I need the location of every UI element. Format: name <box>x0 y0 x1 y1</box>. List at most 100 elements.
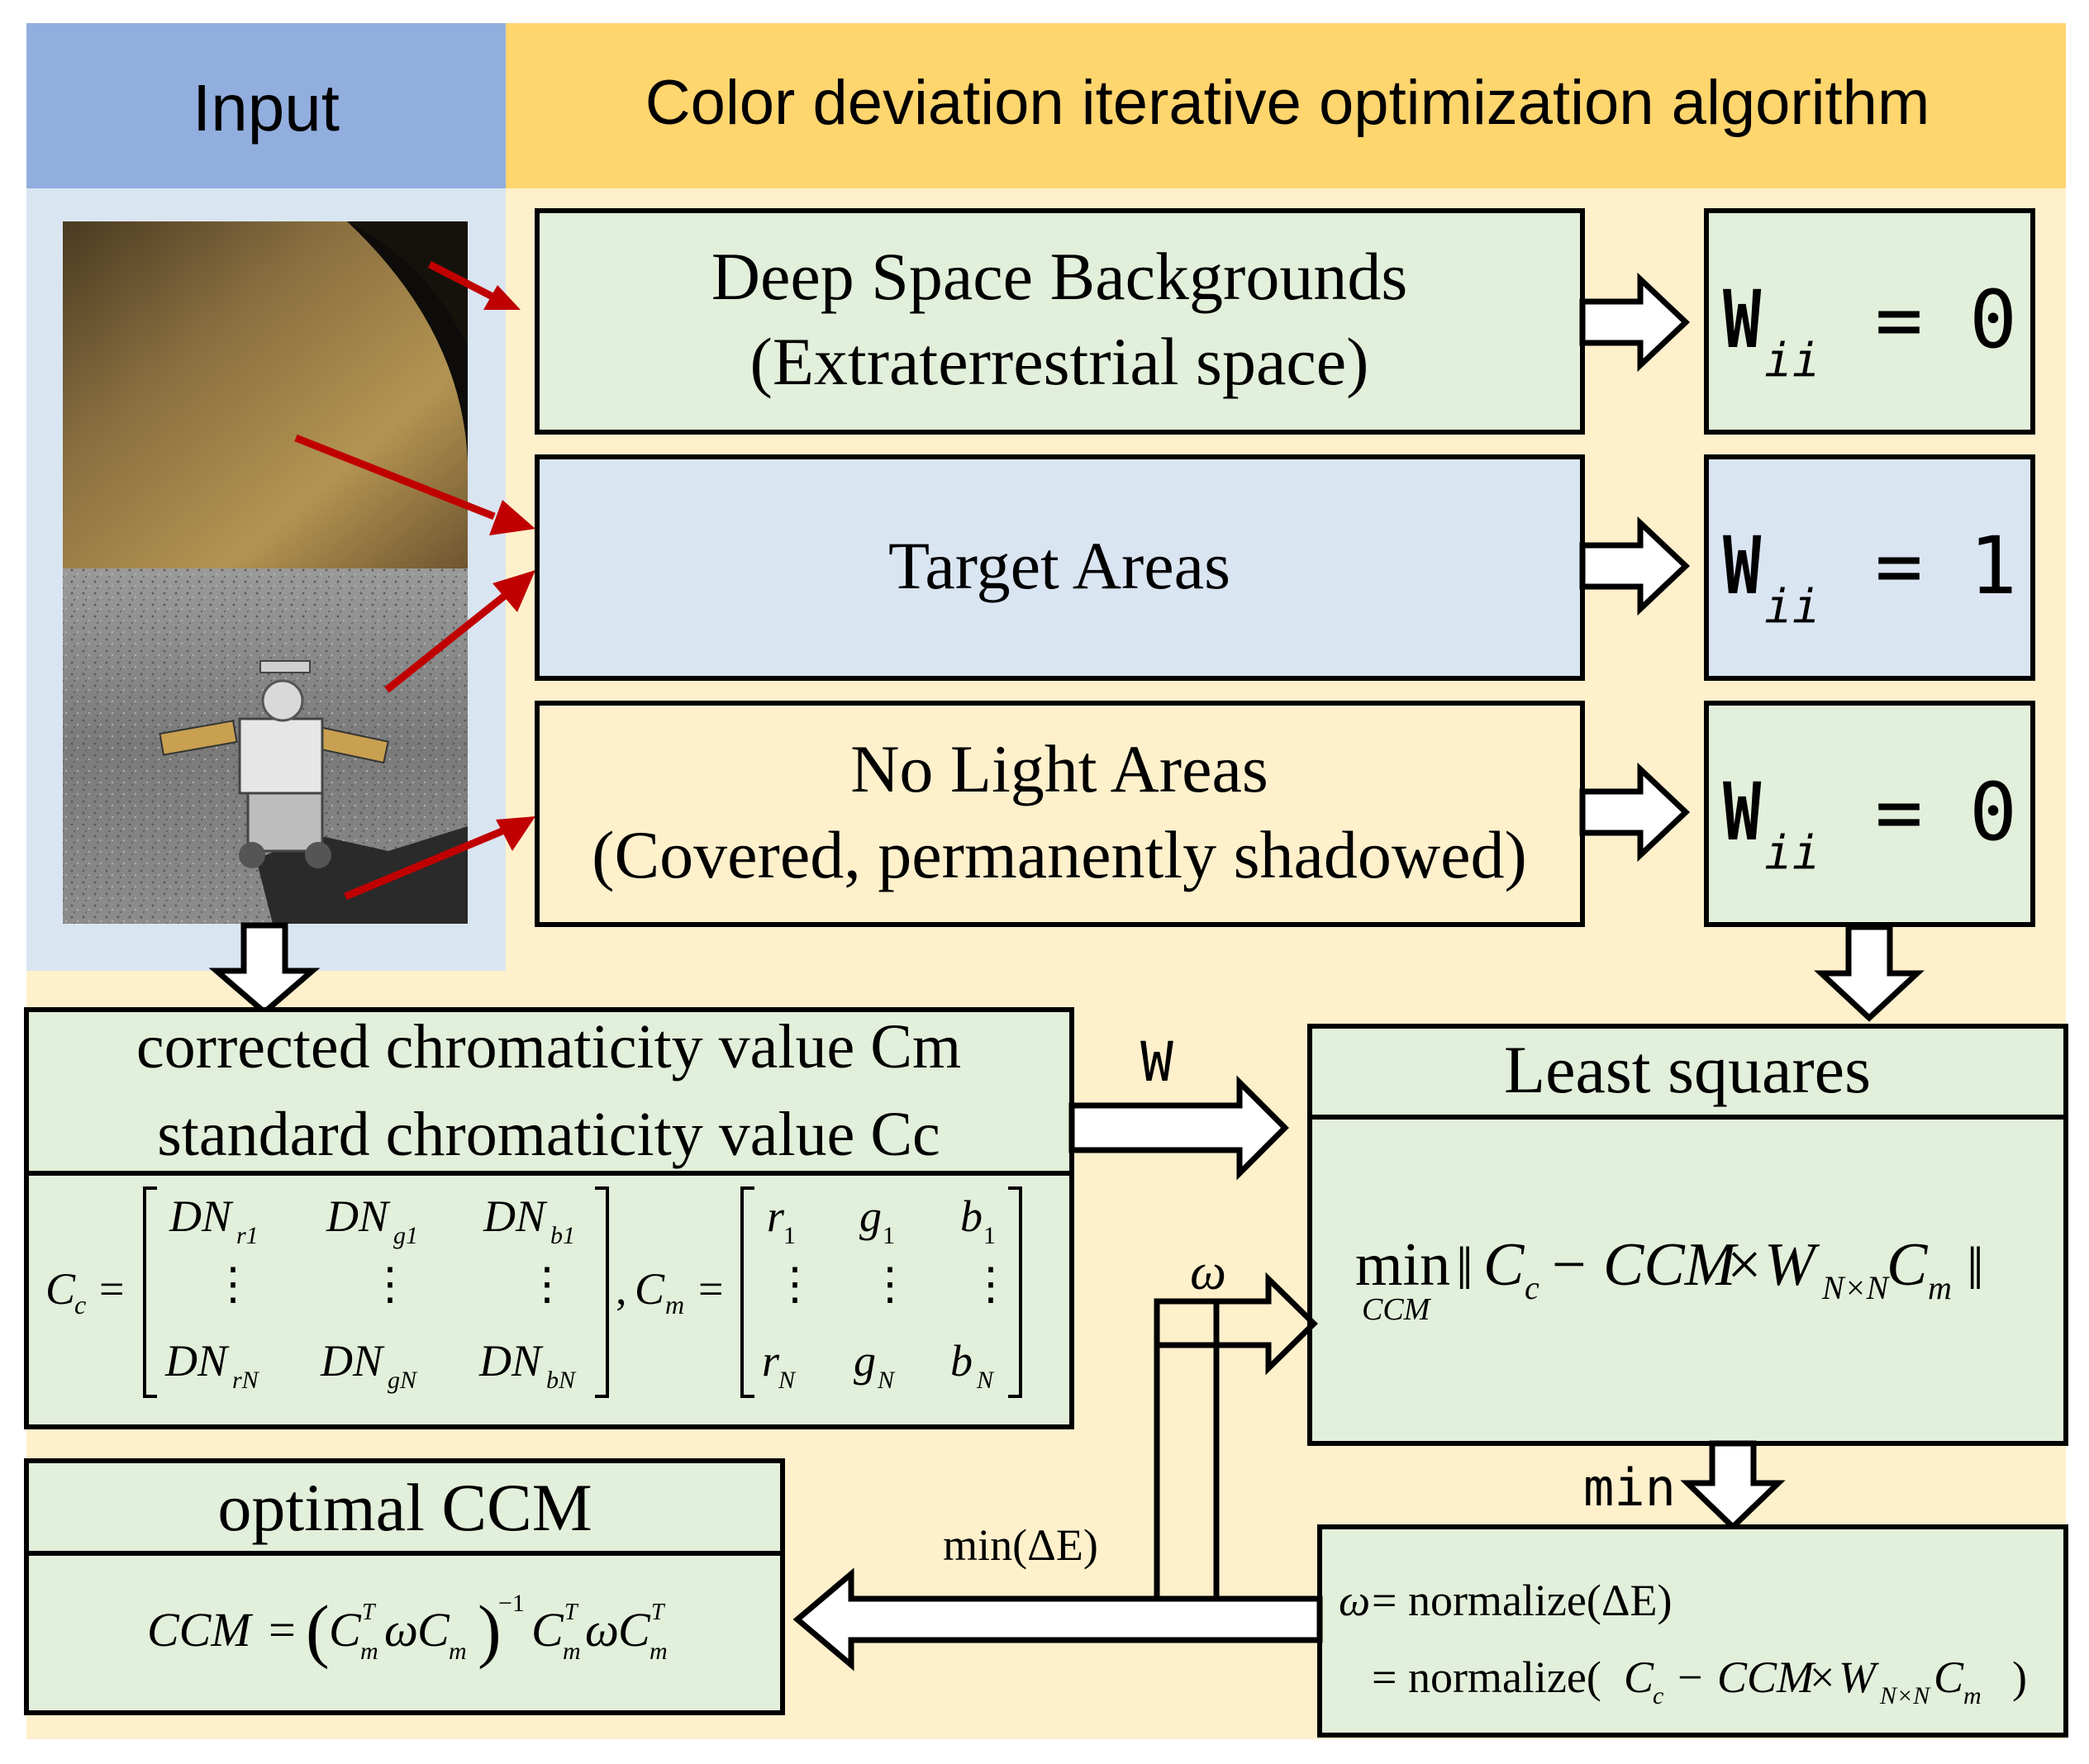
weight-box-no-light: W ii = 0 <box>1704 701 2035 927</box>
cc-vdots-r: ⋮ <box>211 1259 255 1309</box>
weight-box-target: W ii = 1 <box>1704 454 2035 681</box>
hollow-arrow-no-light <box>1579 762 1691 863</box>
ls-norm-close: ‖ <box>1967 1235 1984 1303</box>
region-deep-space-line1: Deep Space Backgrounds <box>711 239 1408 314</box>
ls-cm-sub: m <box>1928 1269 1952 1306</box>
hollow-arrow-to-optimal-ccm <box>792 1567 1323 1671</box>
opt-ct2: C <box>531 1603 564 1657</box>
normalize-box <box>1317 1524 2068 1738</box>
chromaticity-line2: standard chromaticity value Cc <box>157 1100 940 1169</box>
cc-bN: DN <box>478 1336 544 1386</box>
cc-r1-sub: r1 <box>236 1222 259 1249</box>
hollow-arrow-target <box>1579 516 1691 616</box>
cm-vdots-r: ⋮ <box>773 1259 817 1309</box>
ls-norm-open: ‖ <box>1456 1235 1473 1303</box>
cm-g1: g <box>859 1191 882 1241</box>
region-no-light-line2: (Covered, permanently shadowed) <box>592 817 1527 892</box>
norm-w-sub: N×N <box>1879 1682 1931 1709</box>
cc-rN: DN <box>164 1336 230 1386</box>
red-arrow-target-rover-head <box>493 570 535 612</box>
opt-c2: C <box>618 1603 651 1657</box>
ls-cc: C <box>1483 1231 1525 1299</box>
norm-cc-sub: c <box>1653 1682 1663 1709</box>
region-box-deep-space <box>535 208 1585 435</box>
opt-c1: C <box>417 1603 450 1657</box>
opt-c1-sub: m <box>449 1638 467 1665</box>
region-box-no-light <box>535 701 1585 927</box>
cc-b1-sub: b1 <box>550 1222 575 1249</box>
hollow-arrow-to-least-squares <box>1068 1075 1289 1181</box>
cc-bN-sub: bN <box>546 1367 577 1394</box>
arrow-label-omega: ω <box>1190 1244 1226 1300</box>
input-header <box>26 23 506 188</box>
opt-ct2-sup: T <box>564 1600 579 1625</box>
cm-gN-sub: N <box>877 1367 896 1394</box>
cc-right-bracket <box>595 1186 609 1398</box>
cm-bN: b <box>950 1336 973 1386</box>
opt-c2-sub: m <box>650 1638 668 1665</box>
norm-close: ) <box>2012 1652 2027 1702</box>
red-arrow-deep-space <box>427 260 497 302</box>
hollow-arrow-min-down <box>1680 1440 1786 1531</box>
cc-rN-sub: rN <box>232 1367 260 1394</box>
input-header-label: Input <box>193 71 340 145</box>
cc-subscript: c <box>74 1290 86 1319</box>
ls-times: × <box>1727 1231 1762 1299</box>
cm-equals: = <box>698 1264 723 1314</box>
arrow-label-min: min <box>1583 1457 1676 1518</box>
opt-rparen: ) <box>478 1590 502 1670</box>
cc-gN-sub: gN <box>388 1367 418 1394</box>
weight-subscript: ii <box>1764 580 1820 634</box>
hollow-arrow-omega-to-least-squares <box>1154 1272 1318 1376</box>
cm-rN-sub: N <box>778 1367 797 1394</box>
mars-terminator-shadow <box>347 221 468 347</box>
ls-cc-sub: c <box>1525 1269 1539 1306</box>
arrow-label-w: W <box>1140 1030 1173 1094</box>
optimal-ccm-formula: CCM = ( C T m ω C m ) −1 C T m ω C T m <box>147 1590 668 1670</box>
norm-ccm: CCM <box>1717 1652 1816 1702</box>
mars-planet-disc <box>63 221 468 568</box>
weight-subscript: ii <box>1764 826 1820 880</box>
cm-gN: g <box>854 1336 876 1386</box>
opt-lparen: ( <box>306 1590 330 1670</box>
weight-symbol: W <box>1723 520 1762 613</box>
weight-subscript: ii <box>1764 334 1820 388</box>
opt-omega2: ω <box>585 1603 619 1657</box>
norm-line2-start: = normalize( <box>1372 1652 1601 1702</box>
opt-omega1: ω <box>384 1603 418 1657</box>
opt-ct2-sub: m <box>563 1638 581 1665</box>
opt-inverse: −1 <box>498 1590 525 1617</box>
red-arrow-deep-space-head <box>483 285 521 310</box>
matrix-comma: , <box>616 1264 627 1314</box>
weight-equals: = <box>1875 766 1923 858</box>
ls-w: W <box>1764 1231 1820 1299</box>
lunar-rover <box>159 660 389 868</box>
weight-value: 0 <box>1969 766 2017 858</box>
hollow-arrow-deep-space <box>1579 272 1691 373</box>
omega-feedback-loop <box>1154 1301 1220 1599</box>
algorithm-header <box>506 23 2066 188</box>
red-arrow-no-light <box>344 826 506 901</box>
cm-symbol: C <box>635 1264 665 1314</box>
cm-left-bracket <box>740 1186 754 1398</box>
weight-value: 1 <box>1969 520 2017 612</box>
cc-left-bracket <box>143 1186 157 1398</box>
norm-times: × <box>1810 1652 1834 1702</box>
cm-right-bracket <box>1008 1186 1022 1398</box>
weight-value: 0 <box>1969 273 2017 366</box>
weight-symbol: W <box>1723 766 1762 859</box>
optimal-ccm-box <box>24 1458 785 1715</box>
hollow-arrow-weights-down <box>1814 924 1925 1022</box>
region-box-target <box>535 454 1585 681</box>
hollow-arrow-image-down <box>208 922 321 1016</box>
cm-b1: b <box>960 1191 983 1241</box>
weight-equals: = <box>1875 273 1923 366</box>
cm-r1-sub: 1 <box>783 1222 796 1249</box>
ls-ccm: CCM <box>1603 1231 1739 1299</box>
cc-b1: DN <box>483 1191 548 1241</box>
weight-equals: = <box>1875 520 1923 612</box>
cc-vdots-b: ⋮ <box>525 1259 569 1309</box>
opt-ct1: C <box>329 1603 362 1657</box>
opt-lhs: CCM <box>147 1603 253 1657</box>
